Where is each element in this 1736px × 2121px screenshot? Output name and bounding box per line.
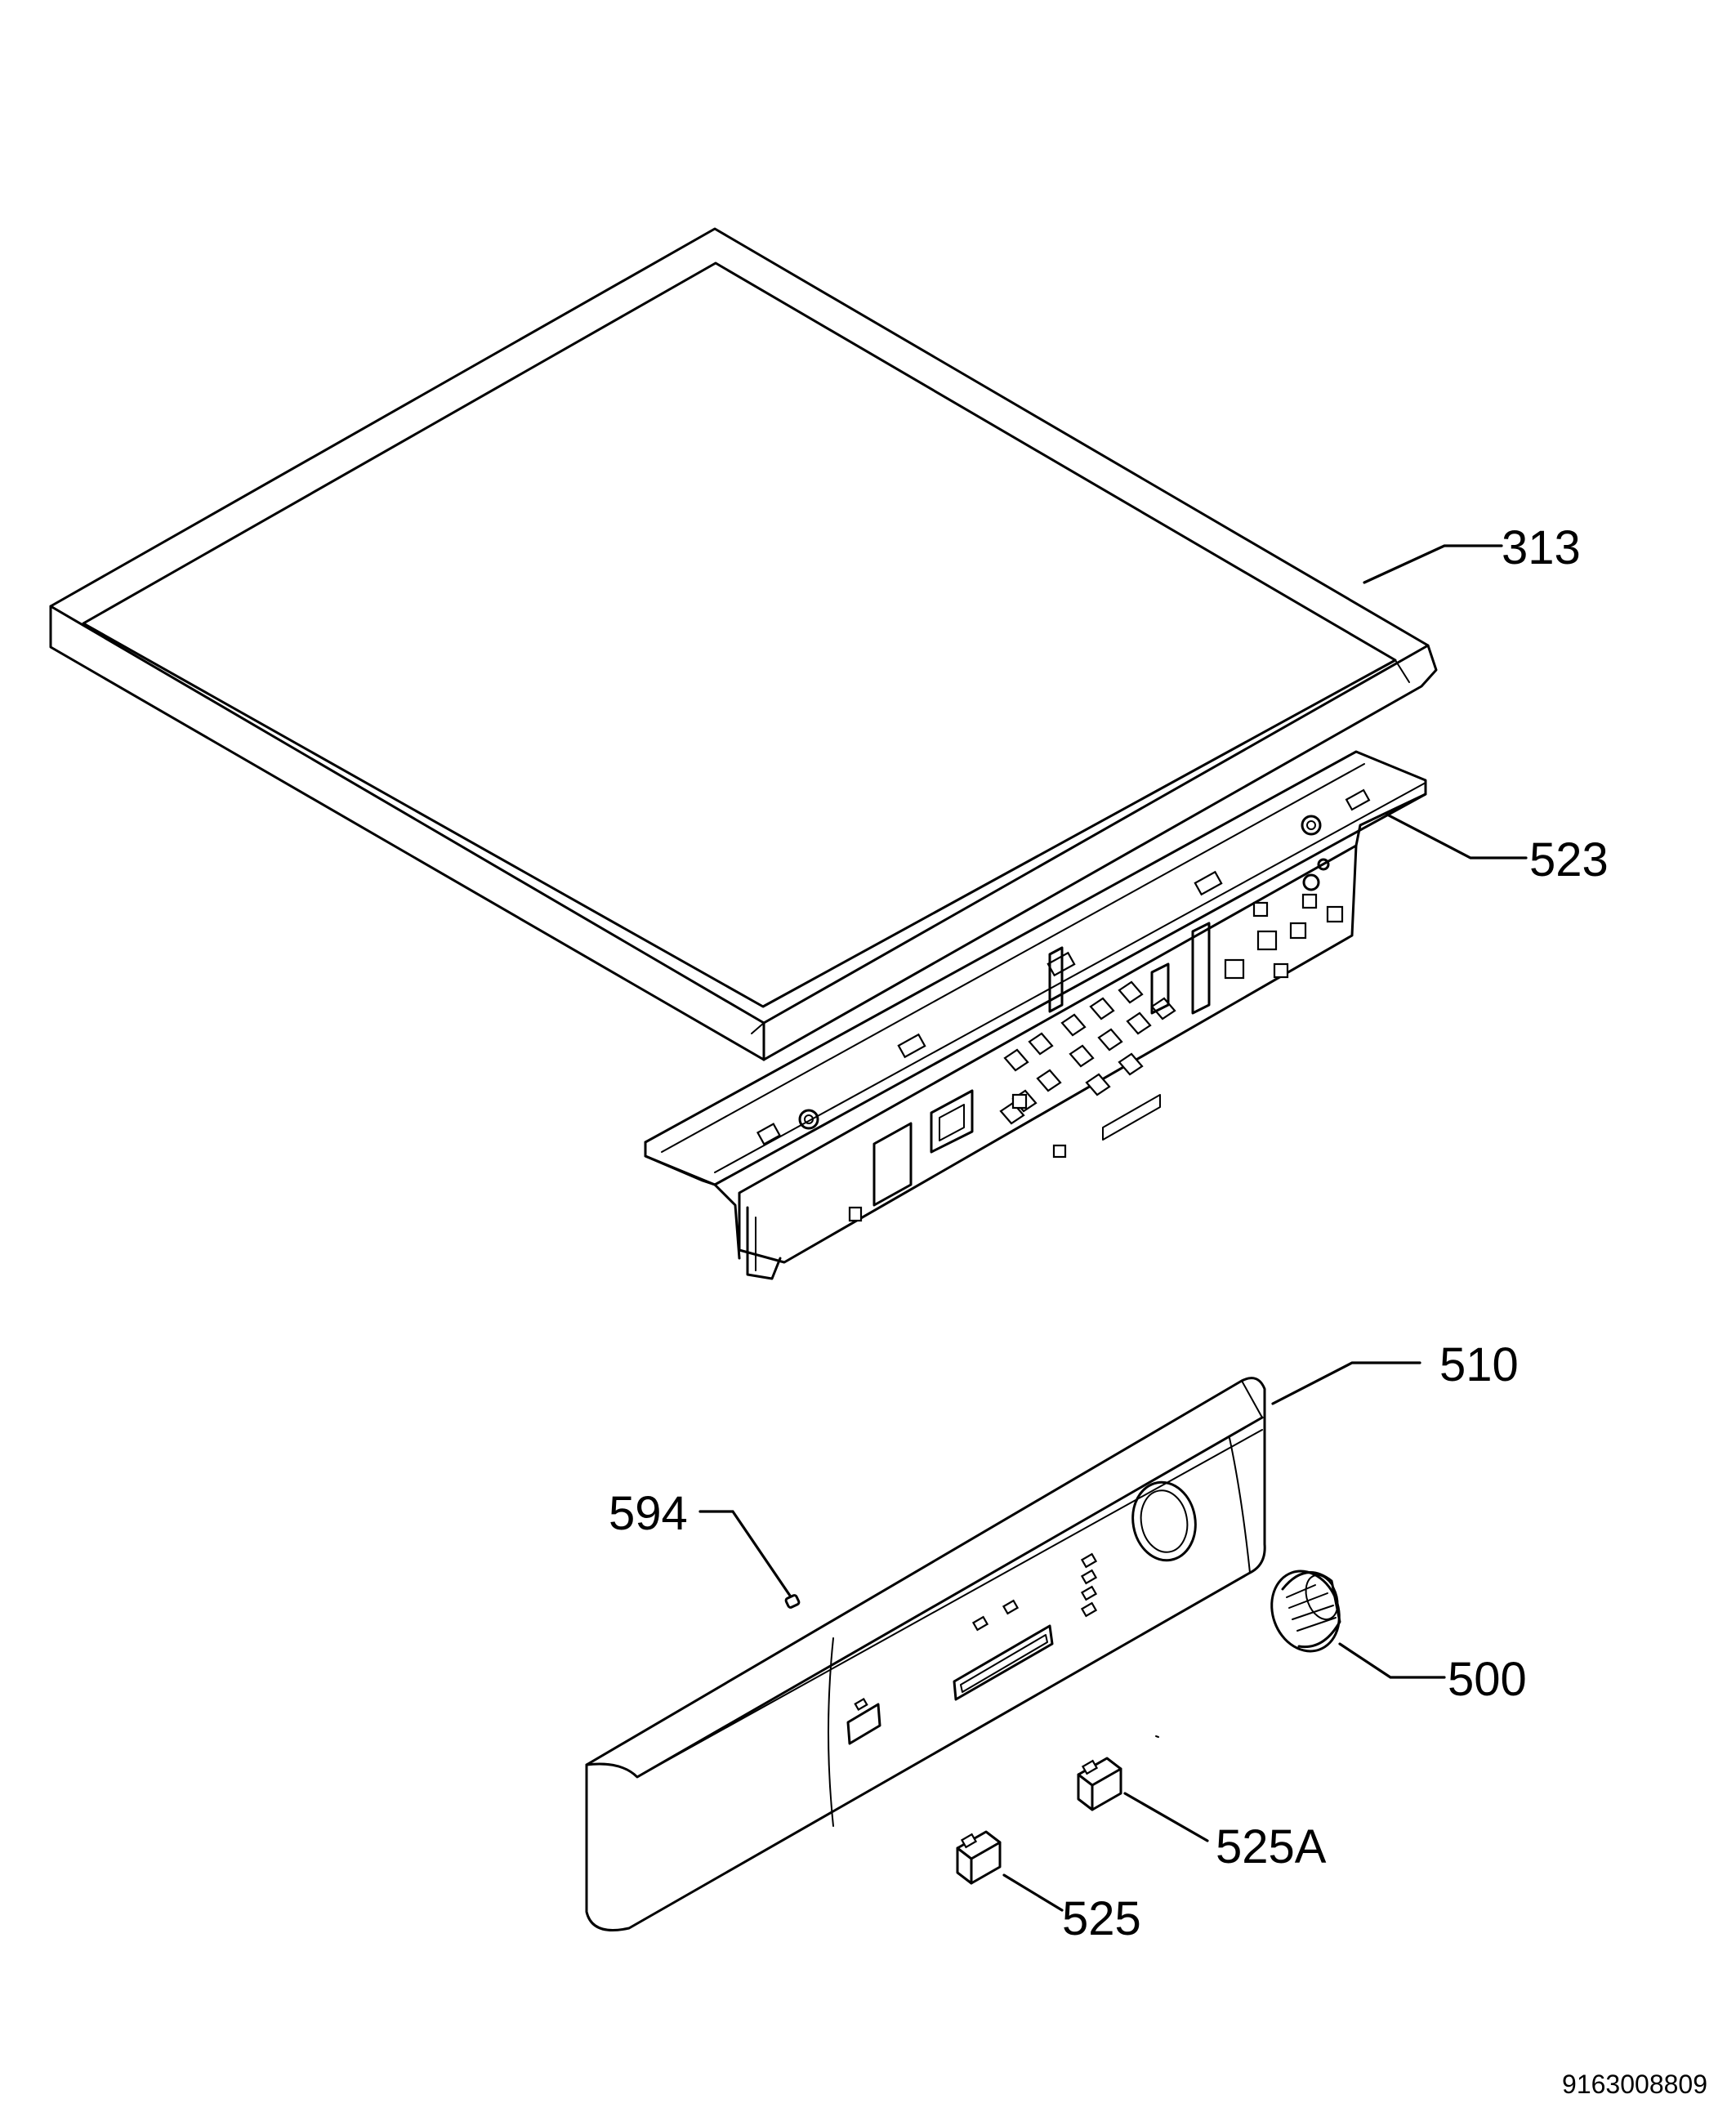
part-label-313: 313 xyxy=(1502,521,1581,574)
push-button-525 xyxy=(956,1830,1002,1885)
program-knob xyxy=(1270,1570,1341,1653)
leader-523 xyxy=(1386,813,1528,860)
leader-313 xyxy=(1363,544,1503,584)
control-panel-fascia xyxy=(585,1377,1266,1931)
part-label-525: 525 xyxy=(1062,1892,1141,1945)
leader-594 xyxy=(698,1510,792,1597)
leader-lines xyxy=(698,544,1528,1912)
part-label-510: 510 xyxy=(1439,1338,1519,1391)
leader-525 xyxy=(1002,1873,1064,1912)
leader-525a xyxy=(1123,1792,1209,1842)
small-indicator-lens xyxy=(784,1594,801,1609)
top-cover-lid xyxy=(49,227,1438,1061)
leader-500 xyxy=(1338,1642,1446,1679)
part-label-525a: 525A xyxy=(1216,1820,1327,1873)
leader-510 xyxy=(1271,1361,1421,1405)
part-label-594: 594 xyxy=(609,1487,688,1540)
part-label-500: 500 xyxy=(1448,1653,1527,1706)
control-panel-frame xyxy=(644,750,1427,1280)
push-button-525a xyxy=(1077,1757,1122,1811)
part-label-523: 523 xyxy=(1529,833,1609,886)
document-number: 9163008809 xyxy=(1562,2070,1707,2099)
